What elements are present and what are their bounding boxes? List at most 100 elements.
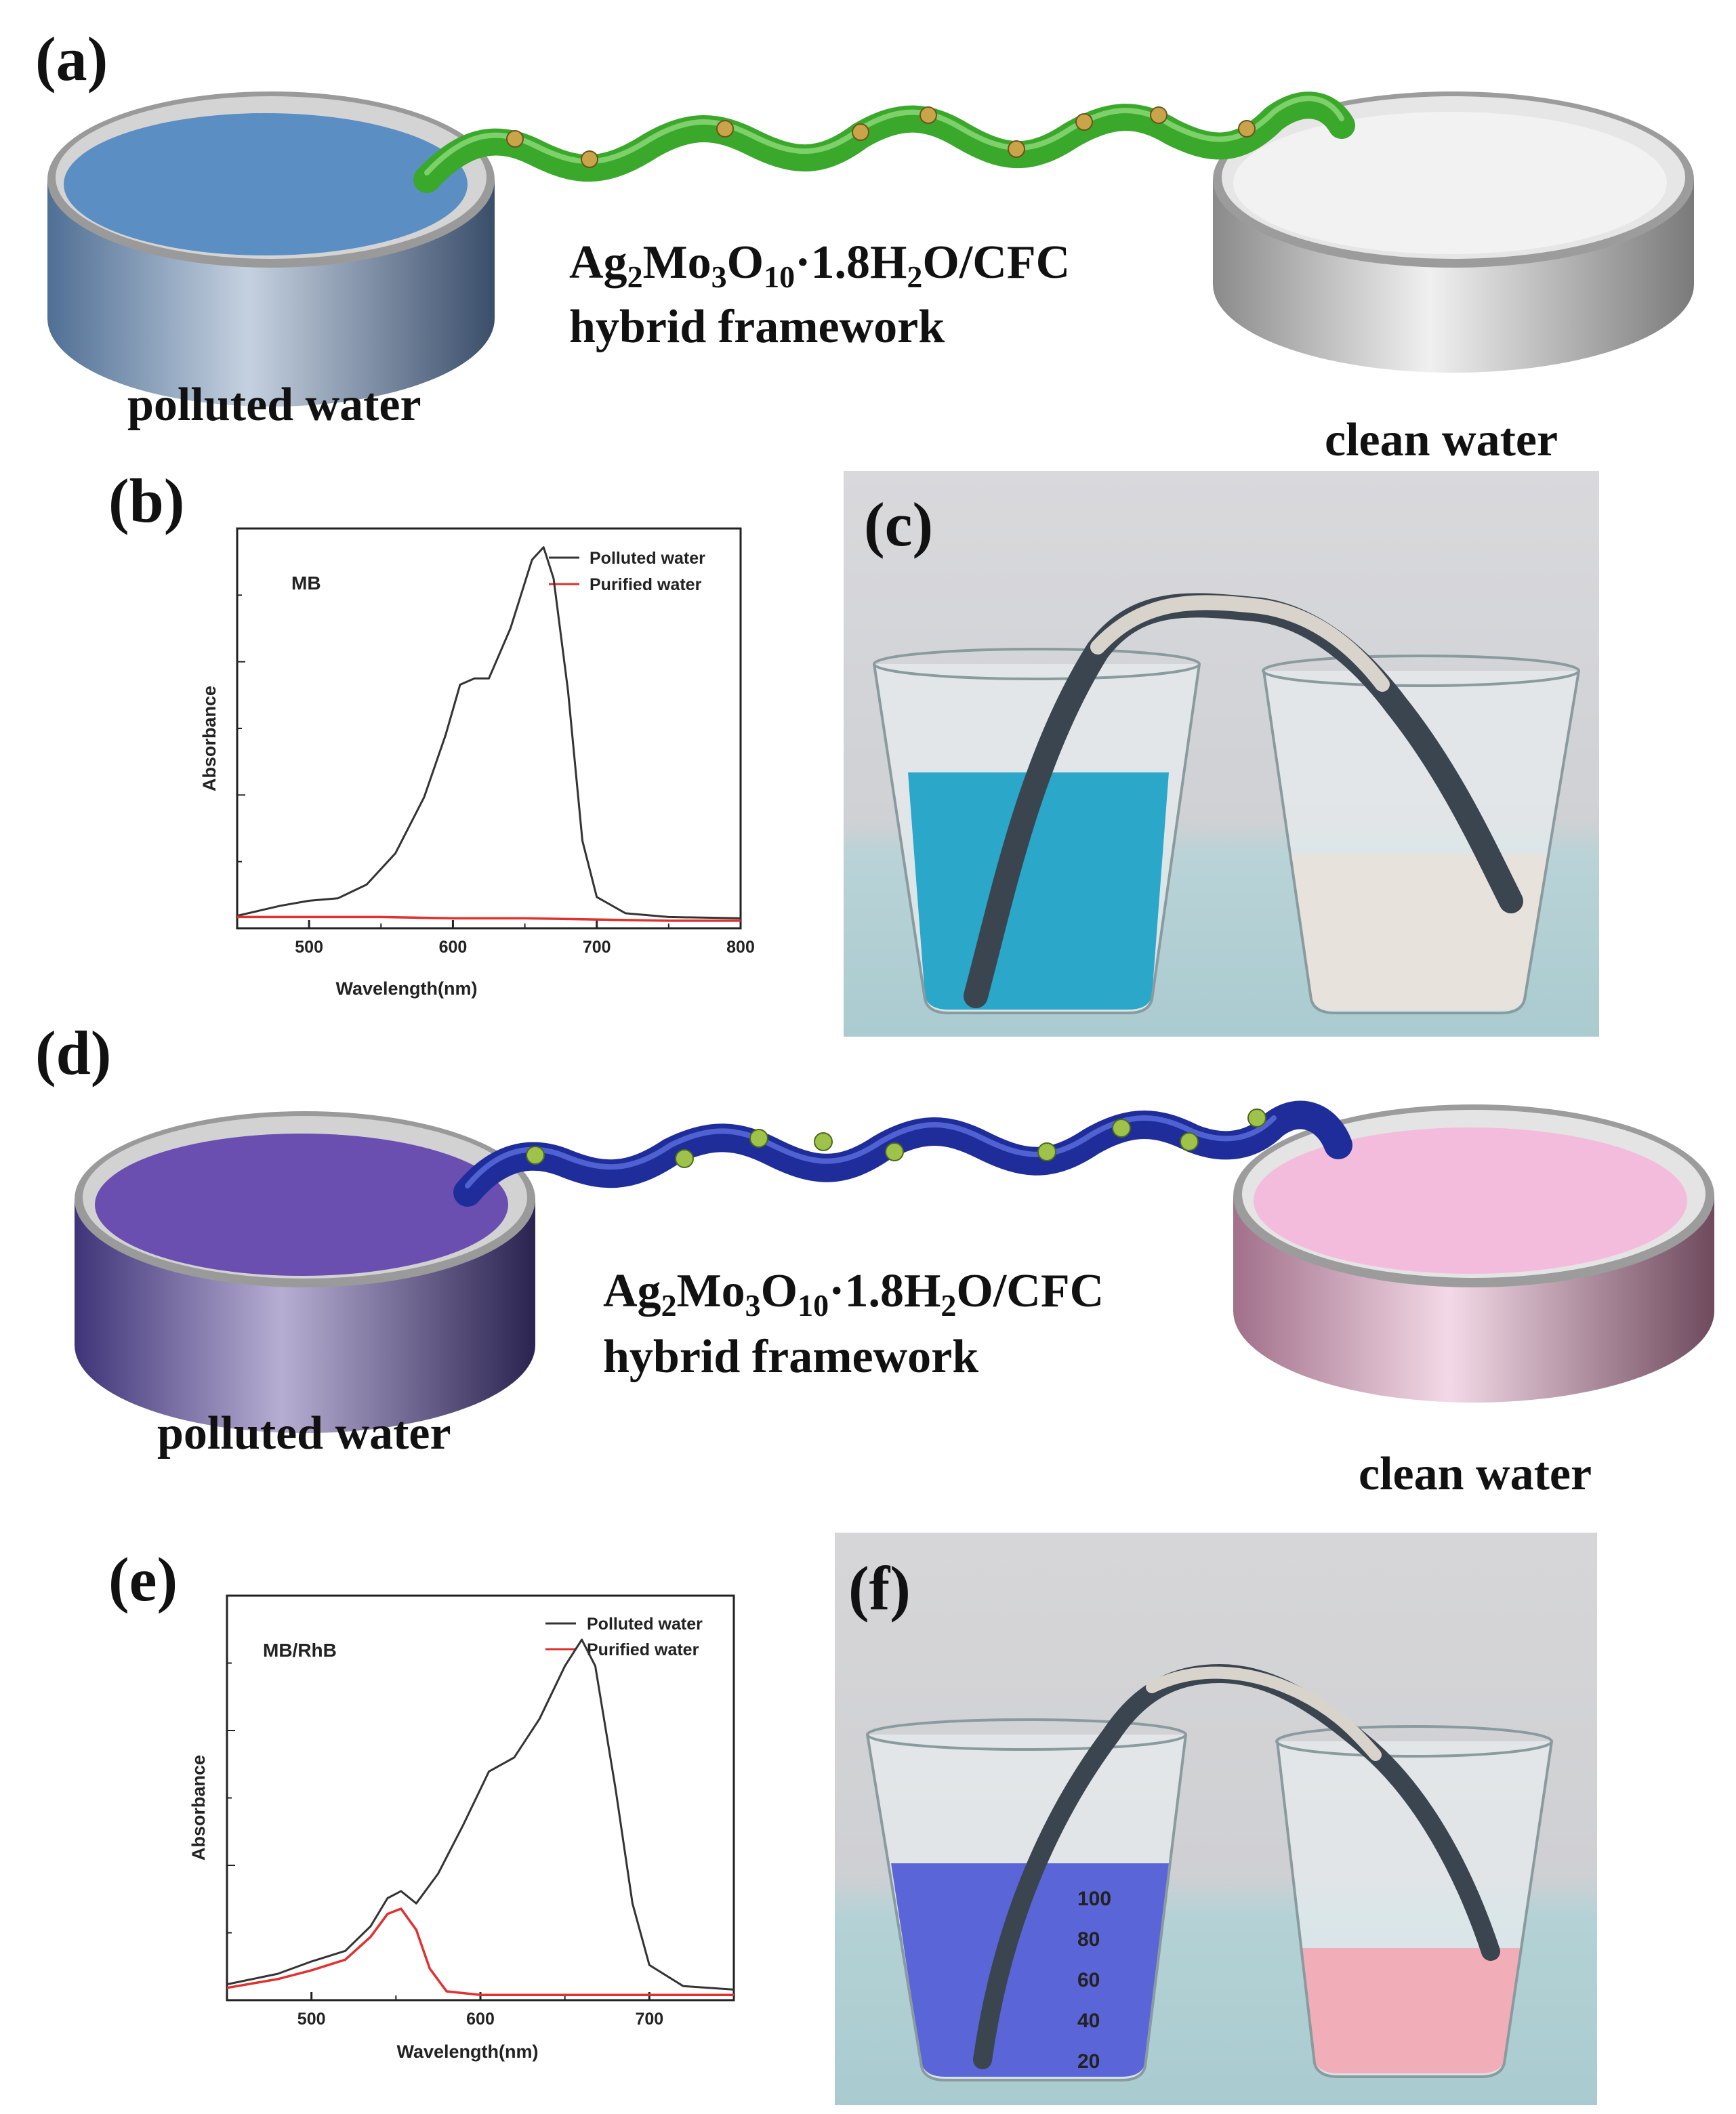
formula-subscript: 10	[798, 1288, 829, 1323]
nanostructure-marker	[1180, 1132, 1199, 1151]
framework-strip-body	[413, 91, 1355, 193]
beaker-clean	[1262, 655, 1580, 1014]
panel-label-f: (f)	[848, 1554, 911, 1623]
nanostructure-marker	[716, 120, 734, 138]
polluted-liquid	[891, 1863, 1169, 2077]
chart-e-series-purified-line	[226, 1907, 734, 1996]
nanostructure-marker	[852, 123, 869, 141]
beaker-rim	[873, 648, 1201, 680]
graduation-mark: 80	[1077, 1928, 1100, 1951]
framework-formula: Ag2Mo3O10·1.8H2O/CFC	[603, 1265, 1104, 1323]
cloth-dry-top	[1146, 1666, 1382, 1761]
clean-water-label: clean water	[1325, 414, 1558, 466]
nanostructure-marker	[675, 1149, 694, 1168]
hybrid-framework-strip	[453, 1100, 1352, 1207]
formula-subscript: 2	[661, 1288, 677, 1323]
clean-liquid	[1291, 854, 1548, 1010]
framework-caption: hybrid framework	[603, 1331, 978, 1383]
polluted-water-surface	[95, 1134, 508, 1276]
beaker-clean	[1275, 1725, 1553, 2078]
nanostructure-marker	[814, 1132, 833, 1151]
nanostructure-marker	[1112, 1119, 1131, 1138]
nanostructure-marker	[1075, 113, 1093, 131]
chart-b-ylabel: Absorbance	[199, 686, 220, 791]
chart-e-x-tick-label: 700	[635, 2010, 663, 2029]
chart-e-x-tick-label: 600	[466, 2010, 495, 2029]
polluted-water-label: polluted water	[157, 1407, 451, 1459]
chart-b-x-tick-label: 500	[295, 938, 323, 957]
chart-b-x-tick-label: 800	[726, 938, 755, 957]
formula-part: Ag	[569, 236, 627, 289]
formula-part: O	[727, 236, 764, 289]
polluted-water-surface	[64, 113, 468, 255]
chart-e-legend: Polluted water Purified water	[545, 1615, 703, 1659]
nanostructure-marker	[1247, 1108, 1266, 1127]
panel-label-b: (b)	[108, 466, 184, 535]
panel-label-e: (e)	[108, 1545, 178, 1614]
clean-water-label: clean water	[1359, 1448, 1592, 1500]
polluted-water-dish	[47, 91, 495, 407]
formula-part: O/CFC	[922, 236, 1070, 289]
chart-e: MB/RhB Polluted water Purified water Wav…	[188, 1594, 735, 2062]
beaker-rim	[1275, 1725, 1553, 1758]
formula-subscript: 3	[711, 260, 727, 294]
chart-b-x-tick-label: 700	[583, 938, 611, 957]
formula-part: Mo	[643, 236, 711, 289]
graduation-mark: 20	[1077, 2050, 1100, 2073]
clean-liquid	[1301, 1948, 1521, 2073]
chart-b: MB Polluted water Purified water Wavelen…	[199, 527, 755, 999]
formula-subscript: 2	[941, 1288, 956, 1323]
polluted-liquid	[908, 772, 1169, 1010]
beaker-outline	[873, 663, 1201, 1014]
nanostructure-markers	[526, 1108, 1266, 1168]
graduation-mark: 40	[1077, 2010, 1100, 2032]
graduation-mark: 60	[1077, 1969, 1100, 1991]
hybrid-framework-strip	[413, 91, 1355, 193]
panel-c-photo: (c)	[844, 471, 1599, 1037]
polluted-water-label: polluted water	[127, 379, 421, 431]
nanostructure-marker	[506, 130, 524, 148]
legend-label-polluted: Polluted water	[587, 1615, 703, 1634]
nanostructure-marker	[526, 1146, 545, 1165]
chart-b-x-tick-label: 600	[439, 938, 468, 957]
clean-water-surface	[1254, 1127, 1687, 1274]
beaker-outline	[866, 1734, 1187, 2081]
formula-part: Ag	[603, 1265, 661, 1317]
legend-label-purified: Purified water	[590, 575, 702, 594]
formula-part: O	[761, 1265, 798, 1317]
legend-label-polluted: Polluted water	[590, 549, 705, 568]
formula-part: O/CFC	[956, 1265, 1104, 1317]
formula-subscript: 2	[907, 260, 922, 294]
nanostructure-marker	[749, 1129, 768, 1148]
clean-water-dish	[1213, 91, 1694, 373]
chart-b-legend: Polluted water Purified water	[549, 549, 705, 594]
panel-d-schematic: (d)	[35, 1018, 1714, 1500]
beaker-rim	[1262, 655, 1580, 687]
nanostructure-marker	[1150, 106, 1167, 124]
clean-water-dish	[1233, 1104, 1714, 1403]
nanostructure-markers	[506, 106, 1256, 168]
panel-label-d: (d)	[35, 1018, 111, 1087]
formula-subscript: 10	[764, 260, 795, 294]
cloth-dry-top	[1090, 595, 1390, 692]
legend-label-purified: Purified water	[587, 1640, 699, 1659]
clean-water-surface	[1233, 112, 1667, 254]
polluted-water-dish	[75, 1111, 535, 1433]
chart-e-x-tick-label: 500	[297, 2010, 326, 2029]
framework-strip-highlight	[465, 1115, 1277, 1188]
formula-subscript: 2	[627, 260, 643, 294]
chart-b-series-polluted-line	[236, 546, 741, 919]
formula-part: Mo	[677, 1265, 745, 1317]
graduation-mark: 100	[1077, 1888, 1111, 1910]
chart-b-xlabel: Wavelength(nm)	[336, 978, 478, 999]
panel-label-a: (a)	[35, 24, 108, 94]
chart-e-ylabel: Absorbance	[188, 1755, 209, 1861]
chart-e-xlabel: Wavelength(nm)	[397, 2042, 539, 2062]
formula-subscript: 3	[745, 1288, 761, 1323]
panel-f-photo: (f) 100 80 60 40 20	[835, 1533, 1597, 2105]
chart-e-series-polluted-line	[226, 1638, 735, 1991]
framework-strip-body	[453, 1100, 1352, 1207]
framework-formula: Ag2Mo3O10·1.8H2O/CFC	[569, 236, 1070, 294]
formula-part: ·1.8H	[795, 236, 907, 289]
beaker-graduations: 100 80 60 40 20	[1077, 1888, 1111, 2073]
